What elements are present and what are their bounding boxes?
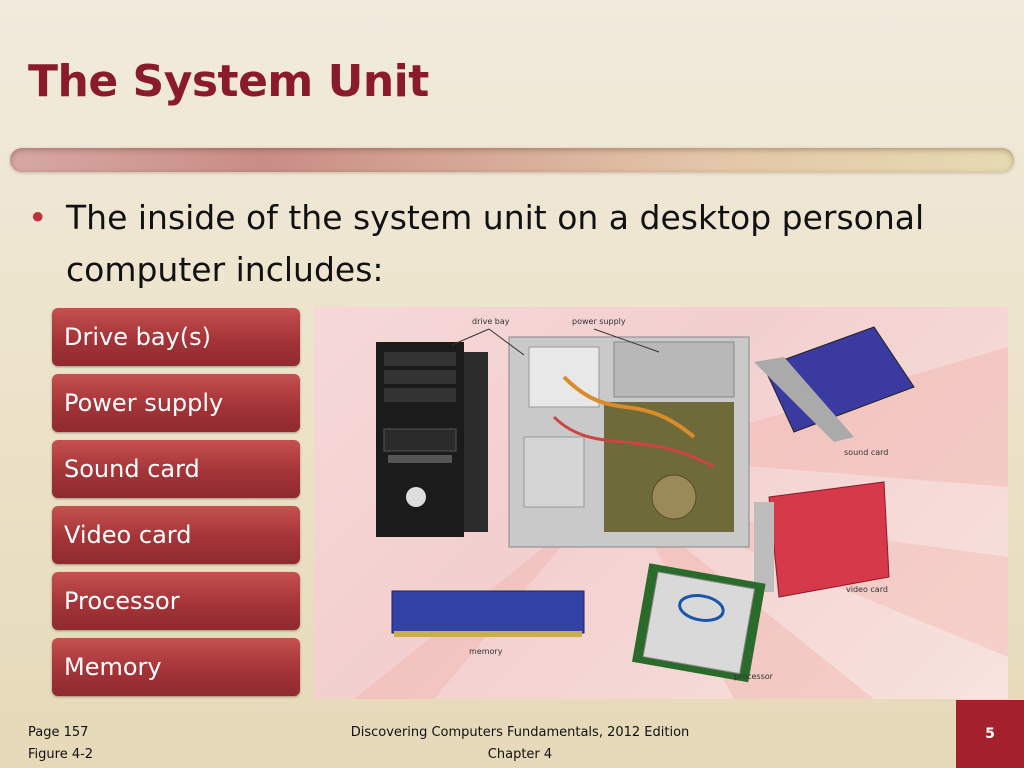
bullet-text: The inside of the system unit on a deskt… <box>66 198 925 289</box>
footer-source: Discovering Computers Fundamentals, 2012… <box>330 722 710 766</box>
label-memory: memory <box>469 647 503 656</box>
list-item-memory: Memory <box>52 638 300 696</box>
label-processor: processor <box>734 672 773 681</box>
title-divider <box>10 148 1014 172</box>
bullet-icon: • <box>28 198 48 237</box>
slide-number: 5 <box>956 700 1024 768</box>
bullet-point: • The inside of the system unit on a des… <box>28 192 928 296</box>
processor-chip-icon <box>632 563 766 683</box>
list-item-sound-card: Sound card <box>52 440 300 498</box>
system-unit-illustration <box>354 326 1008 699</box>
open-chassis-icon <box>508 336 750 548</box>
label-drive-bay: drive bay <box>472 317 510 326</box>
list-item-power-supply: Power supply <box>52 374 300 432</box>
list-item-processor: Processor <box>52 572 300 630</box>
list-item-video-card: Video card <box>52 506 300 564</box>
system-unit-figure: drive bay power supply sound card video … <box>314 307 1008 699</box>
memory-module-icon <box>391 590 585 637</box>
chapter-label: Chapter 4 <box>487 747 553 762</box>
list-item-drive-bay: Drive bay(s) <box>52 308 300 366</box>
page-reference: Page 157 <box>28 725 89 740</box>
component-list: Drive bay(s) Power supply Sound card Vid… <box>52 308 300 704</box>
video-card-icon <box>754 481 890 598</box>
label-video-card: video card <box>846 585 888 594</box>
label-sound-card: sound card <box>844 448 889 457</box>
figure-reference: Figure 4-2 <box>28 747 94 762</box>
tower-case-icon <box>376 342 488 537</box>
label-power-supply: power supply <box>572 317 626 326</box>
book-title: Discovering Computers Fundamentals, 2012… <box>350 725 690 740</box>
slide-title: The System Unit <box>28 56 429 107</box>
footer-reference: Page 157 Figure 4-2 <box>28 722 93 766</box>
sound-card-icon <box>754 326 915 442</box>
